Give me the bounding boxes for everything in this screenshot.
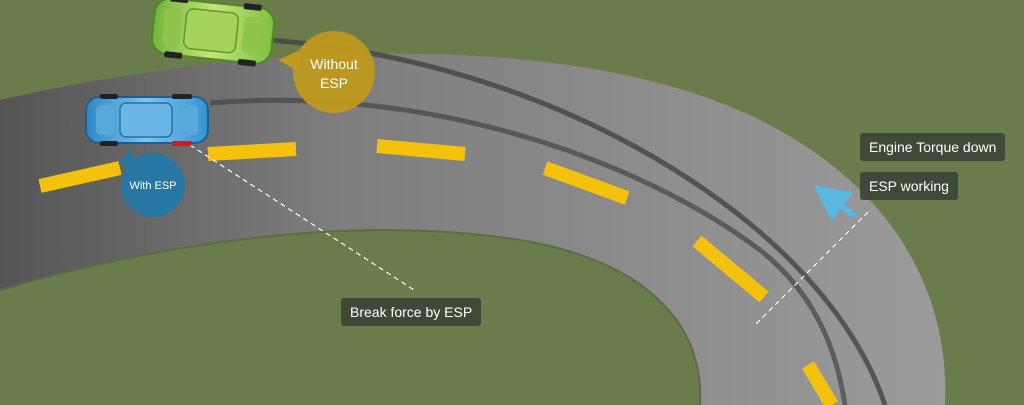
esp-working-label: ESP working [860,172,958,200]
without-esp-label-line1: Without [310,56,358,72]
lane-dash [38,161,122,193]
car-without-esp [150,0,276,67]
lane-dash [801,361,839,405]
break-force-label: Break force by ESP [341,298,482,326]
road-edge-inner [0,229,702,405]
without-esp-label-line2: ESP [320,75,348,91]
with-esp-label: With ESP [129,180,176,192]
lane-dash [207,142,297,161]
without-esp-bubble: Without ESP [278,31,375,113]
car-with-esp [85,94,209,146]
road [0,53,946,405]
skid-track-with-esp [209,97,848,405]
with-esp-bubble: With ESP [118,150,185,217]
engine-torque-label: Engine Torque down [860,133,1006,161]
lane-dash [692,235,769,303]
lane-dash [542,161,630,205]
lane-dash [376,139,466,161]
skid-track-without-esp [269,37,888,405]
esp-working-arrow-icon [813,185,857,222]
lane-markings [38,139,839,405]
